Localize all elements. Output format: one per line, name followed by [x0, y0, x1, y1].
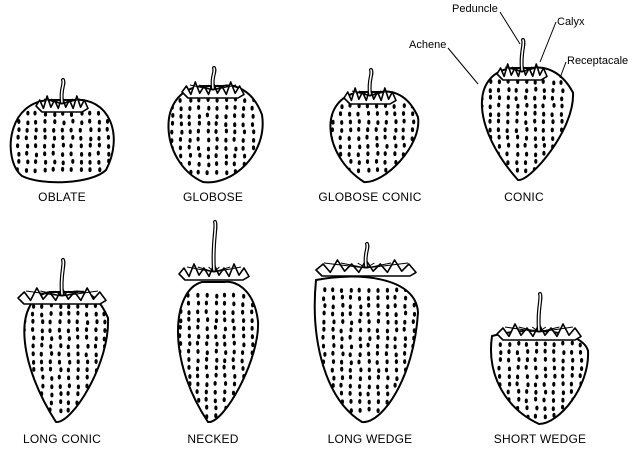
caption-globose: GLOBOSE — [183, 190, 243, 204]
receptacle-outline — [482, 68, 573, 181]
caption-long-wedge: LONG WEDGE — [328, 432, 413, 446]
strawberry-long-wedge — [315, 244, 418, 422]
caption-necked: NECKED — [187, 432, 238, 446]
leader-peduncle — [500, 12, 520, 44]
caption-short-wedge: SHORT WEDGE — [494, 432, 586, 446]
caption-oblate: OBLATE — [38, 190, 86, 204]
strawberry-conic — [479, 40, 573, 180]
label-calyx: Calyx — [557, 16, 585, 28]
label-achene: Achene — [409, 39, 446, 51]
leader-receptacle — [560, 62, 566, 78]
leader-achene — [448, 48, 478, 84]
label-receptacle: Receptacale — [567, 55, 628, 67]
strawberry-oblate — [11, 80, 114, 182]
caption-globose-conic: GLOBOSE CONIC — [318, 190, 421, 204]
strawberry-globose — [168, 68, 262, 182]
strawberry-globose-conic — [330, 70, 419, 182]
receptacle-outline — [491, 331, 588, 424]
caption-long-conic: LONG CONIC — [23, 432, 101, 446]
strawberry-short-wedge — [491, 294, 588, 424]
receptacle-outline — [315, 277, 418, 423]
strawberry-necked — [177, 222, 258, 422]
leader-calyx — [540, 22, 556, 62]
label-peduncle: Peduncle — [452, 3, 498, 15]
strawberry-long-conic — [18, 260, 108, 422]
caption-conic: CONIC — [504, 190, 544, 204]
